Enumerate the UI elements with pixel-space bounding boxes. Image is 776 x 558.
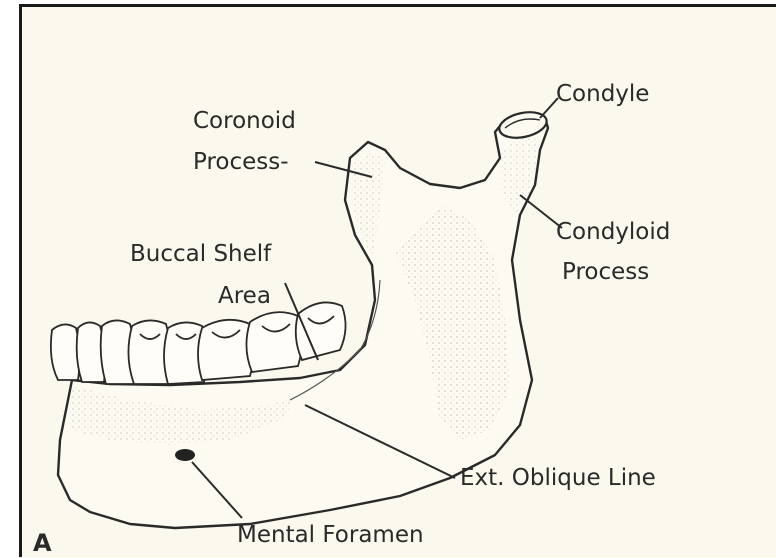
label-buccal-line2: Area [218, 282, 271, 311]
label-oblique-line: Ext. Oblique Line [460, 464, 656, 493]
label-condyloid-line2: Process [562, 258, 649, 287]
label-mental-foramen: Mental Foramen [237, 521, 424, 550]
mental-foramen-hole [175, 449, 195, 461]
label-condyle: Condyle [556, 80, 649, 109]
label-coronoid-line2: Process- [193, 148, 289, 177]
label-condyloid-line1: Condyloid [556, 218, 670, 247]
figure-letter: A [33, 528, 52, 558]
teeth-row [51, 302, 346, 384]
label-coronoid-line1: Coronoid [193, 107, 296, 136]
label-buccal-line1: Buccal Shelf [130, 240, 271, 269]
